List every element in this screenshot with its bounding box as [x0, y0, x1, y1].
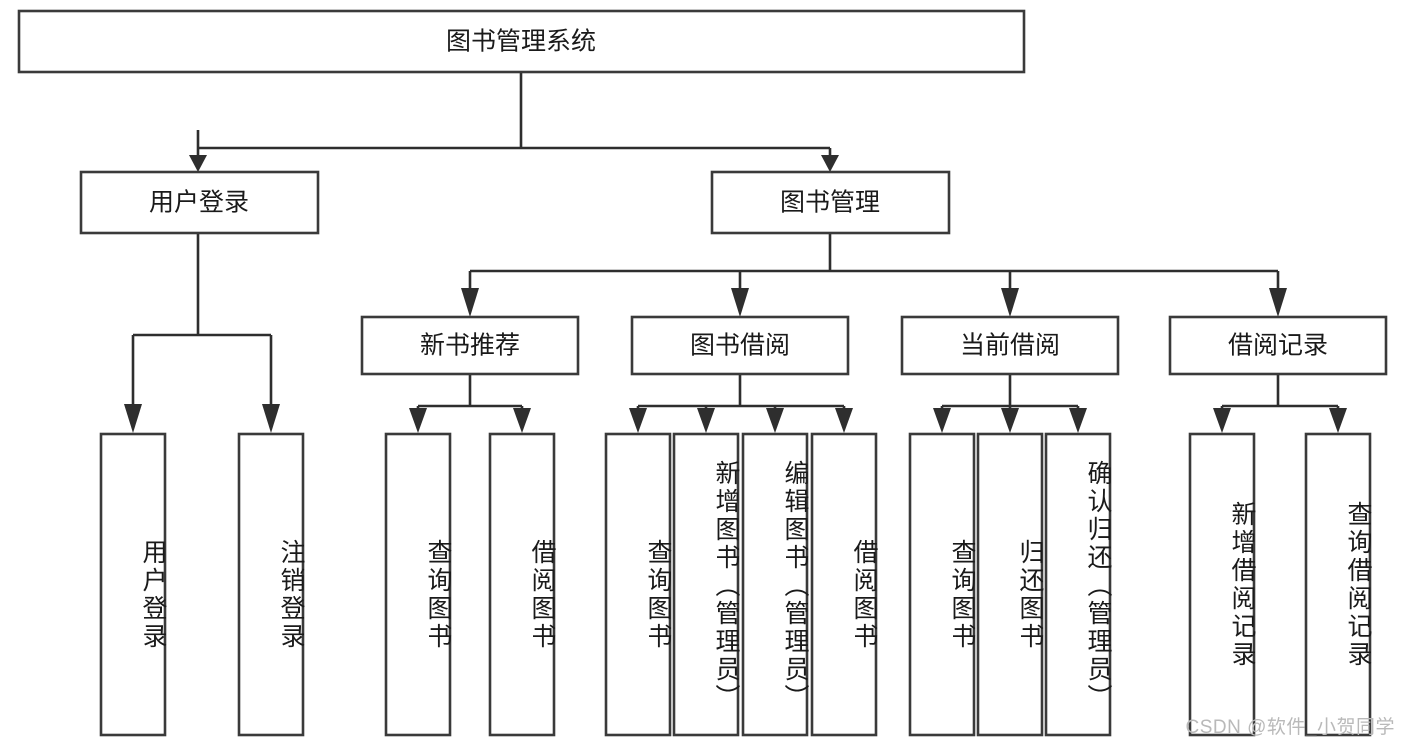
node-box-current-borrow[interactable] — [900, 315, 1120, 376]
arrow-head-leaf-borrow-book-1 — [513, 408, 531, 433]
label-book-borrow: 图书借阅 — [690, 332, 790, 360]
label-user-login: 用户登录 — [149, 189, 249, 217]
node-box-leaf-query-book-2[interactable] — [604, 432, 672, 737]
arrow-head-leaf-query-book-3 — [933, 408, 951, 433]
node-box-leaf-return-book[interactable] — [976, 432, 1044, 737]
node-box-leaf-edit-book[interactable] — [741, 432, 809, 737]
arrow-head-leaf-borrow-book-2 — [835, 408, 853, 433]
connector-group-user-login — [124, 233, 280, 433]
node-box-borrow-record[interactable] — [1168, 315, 1388, 376]
node-box-leaf-add-book[interactable] — [672, 432, 740, 737]
node-box-leaf-query-record[interactable] — [1304, 432, 1372, 737]
arrow-head-current-borrow — [1001, 288, 1019, 317]
node-box-leaf-add-record[interactable] — [1188, 432, 1256, 737]
arrow-head-borrow-record — [1269, 288, 1287, 317]
node-box-user-login[interactable] — [79, 170, 320, 235]
connector-group-root — [189, 72, 839, 172]
arrow-head-leaf-logout — [262, 404, 280, 433]
arrow-head-new-book-recommend — [461, 288, 479, 317]
arrow-head-leaf-add-book — [697, 408, 715, 433]
node-box-leaf-borrow-book-1[interactable] — [488, 432, 556, 737]
arrow-head-user-login — [189, 155, 207, 172]
node-box-leaf-user-login[interactable] — [99, 432, 167, 737]
connector-group-current-borrow — [933, 374, 1087, 433]
arrow-head-leaf-query-book-1 — [409, 408, 427, 433]
node-box-leaf-query-book-3[interactable] — [908, 432, 976, 737]
node-box-leaf-logout[interactable] — [237, 432, 305, 737]
node-box-leaf-query-book-1[interactable] — [384, 432, 452, 737]
arrow-head-leaf-edit-book — [766, 408, 784, 433]
connector-group-book-borrow — [629, 374, 853, 433]
arrow-head-book-manage — [821, 155, 839, 172]
node-box-book-manage[interactable] — [710, 170, 951, 235]
arrow-head-leaf-user-login — [124, 404, 142, 433]
arrow-head-leaf-query-book-2 — [629, 408, 647, 433]
label-title: 图书管理系统 — [446, 28, 596, 56]
connector-group-book-manage — [461, 233, 1287, 317]
label-book-manage: 图书管理 — [780, 189, 880, 217]
node-box-title[interactable] — [17, 9, 1026, 74]
label-current-borrow: 当前借阅 — [960, 332, 1060, 360]
arrow-head-book-borrow — [731, 288, 749, 317]
label-borrow-record: 借阅记录 — [1228, 332, 1328, 360]
node-box-leaf-confirm-return[interactable] — [1044, 432, 1112, 737]
node-box-book-borrow[interactable] — [630, 315, 850, 376]
connector-group-borrow-record — [1213, 374, 1347, 433]
arrow-head-leaf-return-book — [1001, 408, 1019, 433]
arrow-head-leaf-confirm-return — [1069, 408, 1087, 433]
label-new-book-recommend: 新书推荐 — [420, 332, 520, 360]
arrow-head-leaf-add-record — [1213, 408, 1231, 433]
arrow-head-leaf-query-record — [1329, 408, 1347, 433]
node-box-leaf-borrow-book-2[interactable] — [810, 432, 878, 737]
node-box-new-book-recommend[interactable] — [360, 315, 580, 376]
connector-group-new-book-recommend — [409, 374, 531, 433]
